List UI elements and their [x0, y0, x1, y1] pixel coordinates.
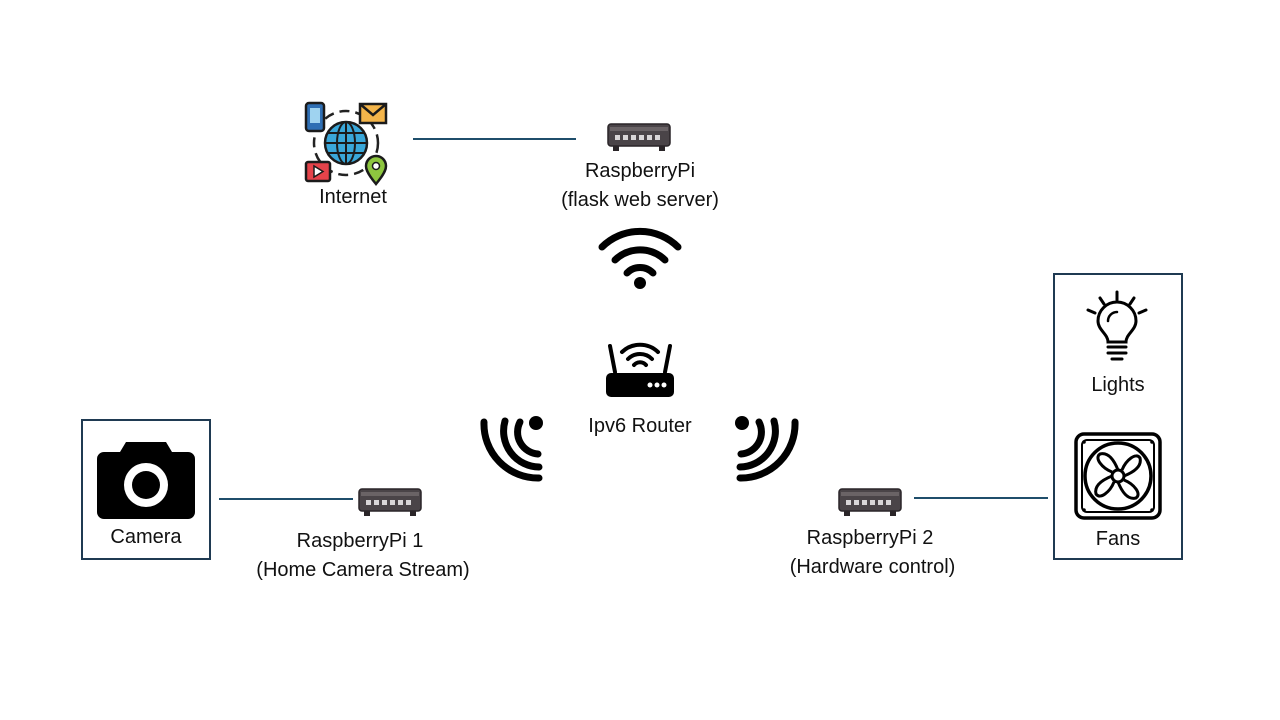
raspberry-pi-icon [838, 488, 902, 516]
webserver-node [606, 121, 672, 155]
link-internet-webserver [413, 138, 576, 140]
camera-label: Camera [110, 526, 182, 548]
raspberry-pi-icon [358, 488, 422, 516]
wifi-router-icon [606, 342, 674, 397]
internet-globe-icon [304, 101, 388, 186]
internet-node [300, 100, 392, 188]
wireless-signal-left-icon [480, 416, 543, 482]
lights-label: Lights [1091, 374, 1145, 396]
pi2-node [837, 486, 903, 520]
webserver-name: RaspberryPi [584, 160, 696, 182]
router-node [604, 338, 676, 402]
fans-label: Fans [1095, 528, 1141, 550]
pi1-node [357, 486, 423, 520]
pi1-role: (Home Camera Stream) [256, 559, 470, 581]
pi2-role: (Hardware control) [789, 556, 956, 578]
pi1-name: RaspberryPi 1 [296, 530, 424, 552]
lights-node [1084, 290, 1150, 362]
camera-icon [97, 442, 195, 519]
internet-label: Internet [319, 186, 387, 208]
link-camera-pi1 [219, 498, 353, 500]
wireless-signal-right-icon [735, 416, 799, 482]
wireless-link-router-pi1 [478, 412, 548, 484]
wireless-link-router-pi2 [731, 412, 801, 484]
wifi-link-server-router [598, 225, 682, 291]
router-label: Ipv6 Router [588, 415, 692, 437]
webserver-role: (flask web server) [561, 189, 719, 211]
light-bulb-icon [1086, 290, 1148, 361]
raspberry-pi-icon [607, 123, 671, 151]
fan-icon [1074, 432, 1162, 520]
fans-node [1074, 432, 1162, 520]
pi2-name: RaspberryPi 2 [806, 527, 934, 549]
wifi-signal-icon [598, 227, 682, 289]
link-pi2-devices [914, 497, 1048, 499]
camera-node [96, 438, 196, 520]
